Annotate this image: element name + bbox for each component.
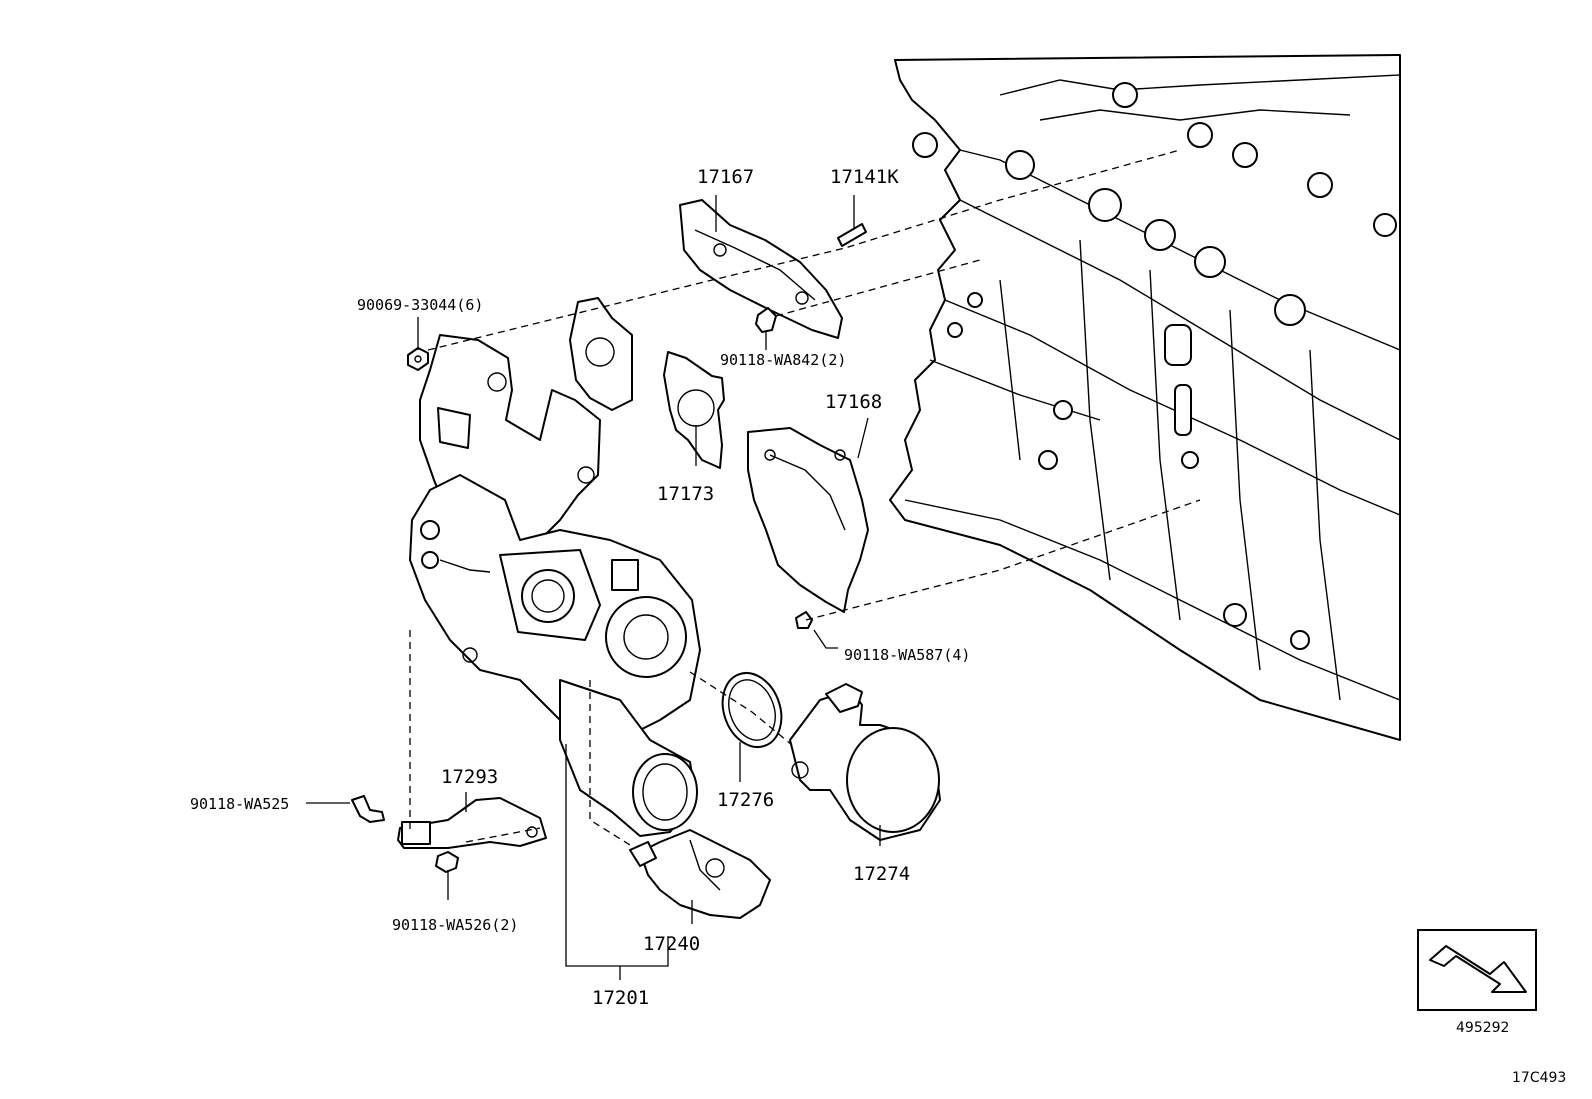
bolt-90118-wa525 (351, 795, 385, 823)
label-90118-wa842: 90118-WA842(2) (720, 351, 846, 369)
diagram-code: 17C493 (1512, 1070, 1566, 1086)
assembly-dashed-lines (409, 149, 1201, 846)
label-17201: 17201 (592, 987, 649, 1009)
heat-insulator-lower-17168 (747, 427, 869, 613)
label-90118-wa587: 90118-WA587(4) (844, 646, 970, 664)
label-17168: 17168 (825, 391, 882, 413)
label-17274: 17274 (853, 863, 910, 885)
label-90118-wa526: 90118-WA526(2) (392, 916, 518, 934)
turbocharger-17201 (409, 474, 701, 837)
actuator-17274 (789, 683, 941, 841)
leader-lines (306, 195, 881, 980)
label-90069-33044: 90069-33044(6) (357, 296, 483, 314)
front-direction-box (1417, 929, 1537, 1011)
label-17276: 17276 (717, 789, 774, 811)
nut-90069-33044 (407, 347, 429, 371)
label-90118-wa525: 90118-WA525 (190, 795, 289, 813)
reference-code: 495292 (1456, 1020, 1509, 1036)
actuator-17240 (629, 829, 771, 919)
heat-insulator-upper-17167 (679, 199, 843, 339)
bracket-17293 (397, 797, 547, 849)
gasket-17173 (663, 351, 725, 469)
bolt-90118-wa587 (795, 611, 813, 629)
bolt-90118-wa842 (755, 307, 777, 333)
bolt-90118-wa526 (435, 851, 459, 873)
gasket-ring-17276 (721, 672, 783, 748)
label-17141k: 17141K (830, 166, 899, 188)
label-17293: 17293 (441, 766, 498, 788)
front-arrow-icon (1429, 945, 1527, 993)
manifold-gasket (569, 297, 633, 411)
label-17173: 17173 (657, 483, 714, 505)
engine-block (889, 54, 1401, 741)
label-17167: 17167 (697, 166, 754, 188)
label-17240: 17240 (643, 933, 700, 955)
stud-17141k (837, 223, 867, 247)
